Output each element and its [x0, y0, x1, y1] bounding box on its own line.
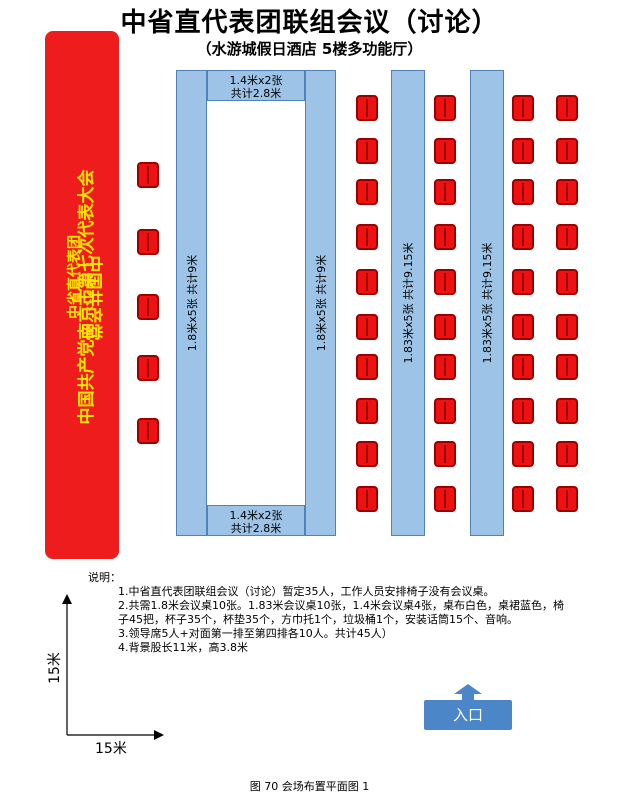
- figure-caption: 图 70 会场布置平面图 1: [249, 780, 370, 793]
- audience-chair-c3-r7: [512, 354, 534, 380]
- venue-subtitle: （水游城假日酒店 5楼多功能厅）: [196, 40, 423, 58]
- table-bottom-end-line1: 1.4米x2张: [229, 509, 283, 522]
- audience-chair-c1-r6: [356, 314, 378, 340]
- notes-heading: 说明：: [88, 571, 121, 584]
- leader-chair-4: [137, 355, 159, 381]
- leader-chair-1: [137, 162, 159, 188]
- audience-chair-c3-r4: [512, 224, 534, 250]
- notes: 说明： 1.中省直代表团联组会议（讨论）暂定35人，工作人员安排椅子没有会议桌。…: [88, 571, 568, 655]
- audience-chair-c2-r2: [434, 138, 456, 164]
- audience-chair-c1-r5: [356, 269, 378, 295]
- table-row-a-label: 1.83米x5张 共计9.15米: [402, 242, 415, 364]
- table-row-b: 1.83米x5张 共计9.15米: [470, 70, 504, 536]
- audience-chair-c2-r8: [434, 398, 456, 424]
- notes-item-2: 2.共需1.8米会议桌10张。1.83米会议桌10张，1.4米会议桌4张，桌布白…: [118, 599, 564, 626]
- audience-chair-c1-r8: [356, 398, 378, 424]
- entrance-label: 入口: [452, 706, 483, 724]
- audience-chair-c3-r1: [512, 95, 534, 121]
- leader-chair-3: [137, 294, 159, 320]
- audience-chair-c4-r7: [556, 354, 578, 380]
- backdrop-banner: [45, 31, 119, 559]
- audience-chair-c3-r10: [512, 486, 534, 512]
- audience-chair-c2-r6: [434, 314, 456, 340]
- audience-chair-c1-r2: [356, 138, 378, 164]
- banner-sub-line: 中省直代表团: [67, 235, 83, 319]
- y-axis-label: 15米: [47, 652, 63, 684]
- audience-chair-c3-r3: [512, 179, 534, 205]
- audience-chair-c4-r9: [556, 441, 578, 467]
- table-bottom-end: 1.4米x2张 共计2.8米: [207, 505, 305, 536]
- audience-chair-c4-r6: [556, 314, 578, 340]
- banner-text-block: 中国共产党南京市第七次代表大会 中省直代表团: [53, 118, 111, 478]
- audience-chair-c1-r7: [356, 354, 378, 380]
- entrance-marker: 入口: [424, 700, 512, 730]
- audience-chair-c2-r4: [434, 224, 456, 250]
- audience-chair-c2-r7: [434, 354, 456, 380]
- table-right-long-label: 1.8米x5张 共计9米: [314, 254, 328, 352]
- audience-chair-c4-r3: [556, 179, 578, 205]
- table-top-end-line2: 共计2.8米: [230, 87, 282, 100]
- notes-item-3: 3.领导席5人+对面第一排至第四排各10人。共计45人）: [118, 627, 393, 640]
- audience-chair-c4-r1: [556, 95, 578, 121]
- audience-chair-c1-r9: [356, 441, 378, 467]
- banner-line-1: 中国共产党: [83, 256, 104, 341]
- table-bottom-end-line2: 共计2.8米: [230, 522, 282, 535]
- audience-chair-c4-r5: [556, 269, 578, 295]
- banner-text: 中国共产党: [83, 256, 104, 341]
- notes-item-4: 4.背景股长11米，高3.8米: [118, 641, 248, 654]
- audience-chair-c2-r5: [434, 269, 456, 295]
- audience-chair-c2-r1: [434, 95, 456, 121]
- audience-chair-c1-r4: [356, 224, 378, 250]
- x-axis-label: 15米: [95, 741, 127, 757]
- audience-chair-c2-r3: [434, 179, 456, 205]
- leader-chair-5: [137, 418, 159, 444]
- audience-chair-c2-r9: [434, 441, 456, 467]
- entrance-arrow-icon: [454, 684, 482, 702]
- table-left-long-label: 1.8米x5张 共计9米: [185, 254, 199, 352]
- audience-chair-c1-r3: [356, 179, 378, 205]
- audience-chair-c3-r6: [512, 314, 534, 340]
- audience-chair-c4-r2: [556, 138, 578, 164]
- table-top-end: 1.4米x2张 共计2.8米: [207, 70, 305, 101]
- audience-chair-c3-r2: [512, 138, 534, 164]
- audience-chair-c3-r9: [512, 441, 534, 467]
- table-top-end-line1: 1.4米x2张: [229, 74, 283, 87]
- audience-chair-c4-r10: [556, 486, 578, 512]
- leader-chair-2: [137, 229, 159, 255]
- table-row-b-label: 1.83米x5张 共计9.15米: [481, 242, 494, 364]
- audience-chair-c4-r4: [556, 224, 578, 250]
- scale-axes: [62, 594, 164, 740]
- audience-chair-c3-r8: [512, 398, 534, 424]
- audience-chair-c1-r10: [356, 486, 378, 512]
- audience-chair-c3-r5: [512, 269, 534, 295]
- audience-chair-c4-r8: [556, 398, 578, 424]
- table-right-long: 1.8米x5张 共计9米: [305, 70, 336, 536]
- page-title: 中省直代表团联组会议（讨论）: [120, 8, 499, 38]
- notes-item-1: 1.中省直代表团联组会议（讨论）暂定35人，工作人员安排椅子没有会议桌。: [118, 585, 495, 598]
- table-row-a: 1.83米x5张 共计9.15米: [391, 70, 425, 536]
- audience-chair-c2-r10: [434, 486, 456, 512]
- audience-chair-c1-r1: [356, 95, 378, 121]
- table-left-long: 1.8米x5张 共计9米: [176, 70, 207, 536]
